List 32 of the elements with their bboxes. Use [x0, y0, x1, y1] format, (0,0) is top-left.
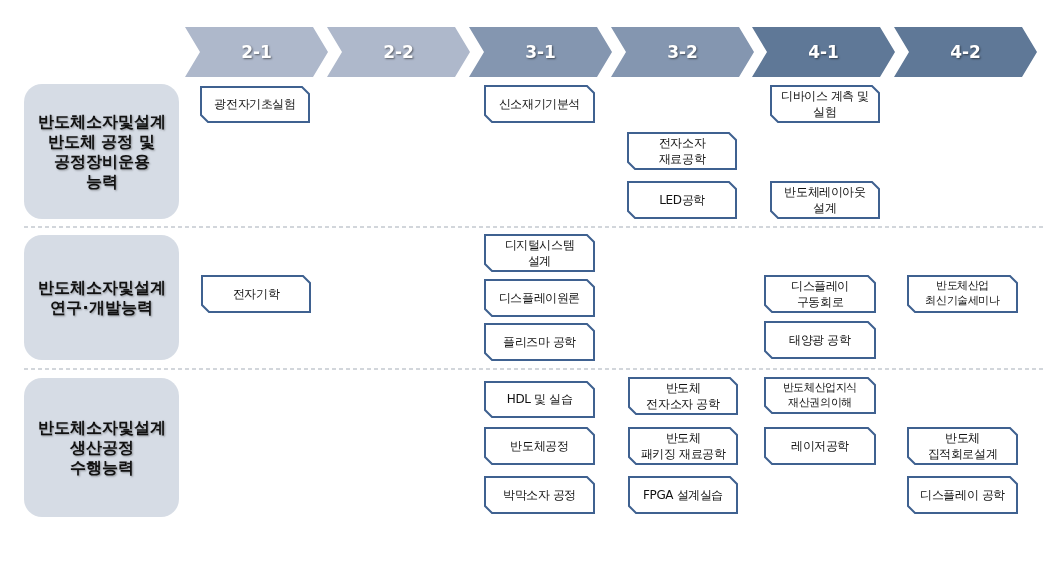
category-box: 반도체소자및설계 생산공정 수행능력: [24, 378, 179, 517]
course-box: 태양광 공학: [764, 321, 876, 359]
course-box: 반도체 전자소자 공학: [628, 377, 738, 415]
course-box: LED공학: [627, 181, 737, 219]
course-box: FPGA 설계실습: [628, 476, 738, 514]
course-box: 디바이스 계측 및 실험: [770, 85, 880, 123]
course-box: 레이저공학: [764, 427, 876, 465]
course-box: 반도체레이아웃 설계: [770, 181, 880, 219]
course-box: 반도체공정: [484, 427, 595, 465]
course-box: 전자기학: [201, 275, 311, 313]
course-box: 반도체 패키징 재료공학: [628, 427, 738, 465]
course-box: 반도체산업지식 재산권의이해: [764, 377, 876, 414]
course-box: 신소재기기분석: [484, 85, 595, 123]
course-box: 플리즈마 공학: [484, 323, 595, 361]
course-box: 디스플레이 공학: [907, 476, 1018, 514]
semester-banner: 4-1: [752, 27, 895, 77]
course-box: 박막소자 공정: [484, 476, 595, 514]
category-box: 반도체소자및설계 반도체 공정 및 공정장비운용 능력: [24, 84, 179, 219]
semester-banner: 4-2: [894, 27, 1037, 77]
semester-banner: 3-1: [469, 27, 612, 77]
course-box: 광전자기초실험: [200, 86, 310, 123]
course-box: 전자소자 재료공학: [627, 132, 737, 170]
course-box: 디스플레이 구동회로: [764, 275, 876, 313]
course-box: 디지털시스템 설계: [484, 234, 595, 272]
semester-banner: 3-2: [611, 27, 754, 77]
course-box: 반도체 집적회로설계: [907, 427, 1018, 465]
course-box: 반도체산업 최신기술세미나: [907, 275, 1018, 313]
course-box: HDL 및 실습: [484, 381, 595, 418]
category-box: 반도체소자및설계 연구·개발능력: [24, 235, 179, 360]
semester-banner: 2-1: [185, 27, 328, 77]
semester-banner: 2-2: [327, 27, 470, 77]
course-box: 디스플레이원론: [484, 279, 595, 317]
